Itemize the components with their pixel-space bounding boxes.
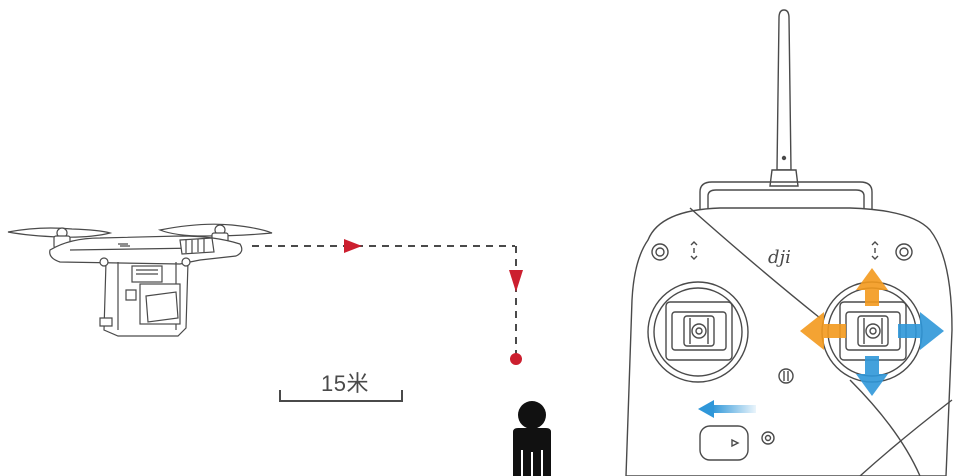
brand-logo: dji [768,247,791,268]
right-stick[interactable] [858,316,888,346]
remote-controller-icon: dji [626,10,952,476]
distance-label: 15米 [300,366,390,398]
quadcopter-drone-icon [8,224,272,336]
triangle-right-icon [344,239,362,253]
path-endpoint-dot [510,353,522,365]
person-icon [513,401,551,476]
left-stick[interactable] [684,316,714,346]
mode-switch[interactable] [700,426,748,460]
flight-path [252,239,523,365]
triangle-down-icon [509,270,523,292]
